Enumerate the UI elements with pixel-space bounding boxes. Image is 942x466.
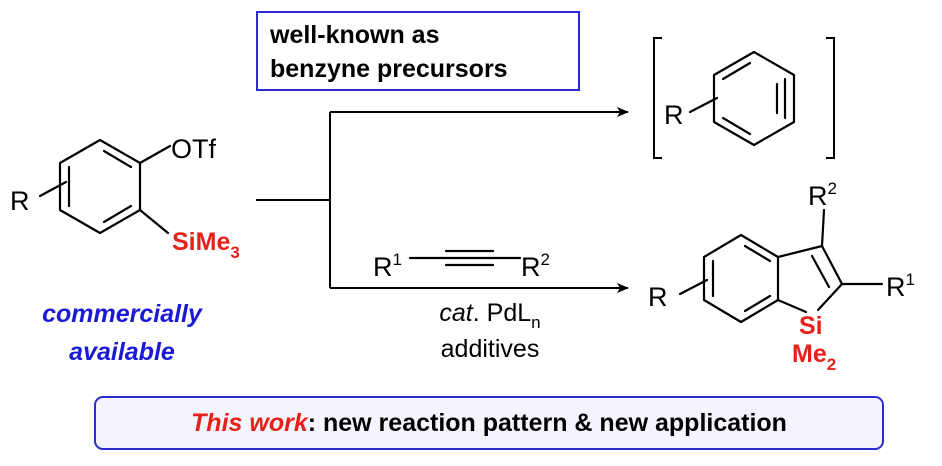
benzyne-double-bond-1	[721, 61, 752, 81]
product-r1-label: R1	[886, 270, 915, 302]
upper-box-line2: benzyne precursors	[270, 55, 508, 83]
cat-word: cat	[439, 299, 473, 327]
product-si-label: Si	[799, 312, 823, 340]
alkyne-r2-sup: 2	[541, 250, 550, 269]
benzyne-double-bond-2	[721, 116, 752, 136]
reactant-si-bond	[138, 208, 170, 235]
alkyne-r1-main: R	[373, 252, 393, 282]
upper-box-line1: well-known as	[269, 21, 439, 49]
product-c2-c3-bond	[820, 244, 844, 286]
benzyne-structure: R	[653, 37, 835, 159]
product-ring-si-bond	[776, 298, 808, 314]
product-me2-main: Me	[792, 340, 827, 368]
reactant-double-bond-2	[102, 204, 133, 224]
reactant-sime3-sub: 3	[230, 243, 239, 262]
right-bracket	[826, 37, 835, 159]
additives-label: additives	[441, 335, 540, 363]
alkyne-r1-label: R1	[373, 250, 402, 282]
bottom-box-text: This work: new reaction pattern & new ap…	[191, 409, 787, 437]
benzyne-r-bond	[688, 96, 719, 114]
alkyne-r2-label: R2	[521, 250, 550, 282]
product-r2-sup: 2	[828, 179, 837, 198]
product-r2-label: R2	[808, 179, 837, 211]
product-r2-main: R	[808, 181, 828, 211]
product-r1-sup: 1	[906, 270, 915, 289]
cat-dot: .	[473, 299, 487, 327]
reactant-r-bond	[38, 180, 68, 198]
benzyne-r-label: R	[664, 100, 684, 130]
reactant-double-bond-1	[102, 149, 133, 169]
product-c2-c3-double-bond	[810, 254, 831, 289]
left-bracket	[653, 37, 662, 159]
reactant-otf-bond	[138, 144, 172, 165]
reactant-otf-label: OTf	[171, 134, 216, 164]
product-r-label: R	[648, 282, 668, 312]
catalyst-label: cat. PdLn	[439, 299, 540, 332]
reactant-sime3-label: SiMe3	[172, 228, 240, 262]
reactant-structure: R OTf SiMe3	[10, 134, 240, 262]
alkyne-r1-sup: 1	[393, 250, 402, 269]
pd-main: PdL	[487, 299, 532, 327]
alkyne-r2-main: R	[521, 252, 541, 282]
available-label: available	[69, 338, 175, 366]
product-benzene-ring	[702, 233, 780, 324]
product-double-bond-1	[743, 244, 772, 263]
product-c3-bond	[776, 244, 824, 259]
this-work-banner: This work: new reaction pattern & new ap…	[94, 396, 884, 450]
reaction-arrows	[256, 107, 629, 293]
product-r1-main: R	[886, 272, 906, 302]
bottom-box-rest: : new reaction pattern & new application	[308, 409, 787, 437]
product-r2-bond	[820, 208, 826, 248]
upper-box-frame	[256, 11, 580, 91]
product-me2-sub: 2	[827, 355, 836, 374]
benzyne-precursor-note: well-known as benzyne precursors	[256, 11, 580, 91]
reactant-r-label: R	[10, 186, 30, 216]
benzyne-ring	[712, 50, 796, 147]
reactant-sime3-main: SiMe	[172, 228, 230, 256]
this-work-highlight: This work	[191, 409, 309, 437]
pd-sub: n	[531, 313, 540, 332]
product-r-bond	[678, 278, 709, 296]
commercially-label: commercially	[42, 300, 203, 328]
product-c2-si-bond	[816, 282, 844, 312]
product-double-bond-2	[743, 294, 772, 313]
benzosilole-structure: R R2 R1 Si Me2	[648, 179, 915, 374]
reactant-benzene-ring	[58, 138, 142, 235]
alkyne-reagent: R1 R2	[373, 249, 550, 282]
product-me2-label: Me2	[792, 340, 836, 374]
bottom-box-frame	[94, 396, 884, 450]
